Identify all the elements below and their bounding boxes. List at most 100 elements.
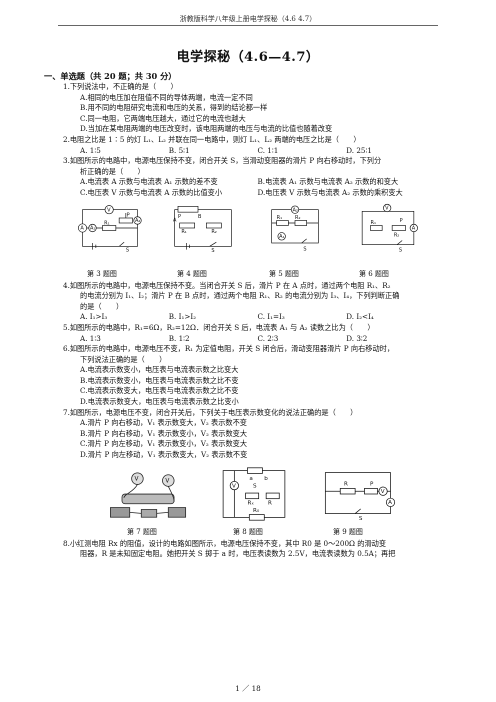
q5-option-d: D. 3∶2 [346, 333, 368, 343]
q1-option-d: D.当加在某电阻两端的电压改变时，该电阻两端的电压与电流的比值也随着改变 [80, 124, 333, 134]
q4-option-d: D. I₂<I₄ [346, 312, 374, 322]
q3-option-d: D.电压表 V 示数与电流表 A₂ 示数的乘积变大 [257, 187, 403, 197]
svg-text:A: A [388, 500, 392, 506]
question-4-stem: 4.如图所示的电路中，电源电压保持不变。当闭合开关 S 后，滑片 P 在 A 点… [63, 280, 391, 290]
circuit-diagram-q6: V R₁ P R₂ A S [361, 203, 418, 253]
caption-fig-7: 第 7 题图 [127, 527, 157, 536]
caption-fig-9: 第 9 题图 [333, 527, 363, 536]
svg-text:b: b [264, 476, 268, 482]
svg-text:A: A [412, 225, 416, 231]
q4-options: A. I₁>I₃ B. I₁>I₂ C. I₁=I₃ D. I₂<I₄ [63, 312, 435, 323]
q5-option-a: A. 1∶3 [80, 333, 101, 343]
question-6-stem-cont: 下列说法正确的是（ ） [80, 354, 167, 364]
circuit-diagram-q5: R₁ R₂ A₂ A₁ S [271, 205, 319, 252]
circuit-diagram-q3: A V A₁ R₁ P A₂ S [78, 204, 142, 253]
q1-option-a: A.相同的电压加在阻值不同的导体两端，电流一定不同 [80, 92, 253, 102]
q7-option-c: C.滑片 P 向左移动，V₁ 表示数变小，V₂ 表示数变大 [80, 439, 248, 449]
q2-option-a: A. 1∶5 [80, 145, 101, 155]
svg-text:A₂: A₂ [293, 207, 298, 213]
q3-options-row2: C.电压表 V 示数与电流表 A 示数的比值变小 D.电压表 V 示数与电流表 … [63, 188, 435, 199]
q7-option-a: A.滑片 P 向右移动，V₁ 表示数变大，V₂ 表示数不变 [80, 418, 247, 428]
svg-text:S: S [359, 516, 363, 522]
svg-text:R: R [344, 481, 348, 487]
svg-text:A₁: A₁ [279, 234, 284, 240]
q5-option-c: C. 2∶3 [257, 333, 279, 343]
svg-text:V: V [107, 207, 111, 213]
circuit-diagram-q8: V a bS Rₓ R R₀ [222, 467, 286, 521]
svg-text:P: P [127, 212, 130, 218]
svg-text:A: A [80, 225, 84, 231]
q3-option-b: B.电流表 A₁ 示数与电流表 A₂ 示数的和变大 [257, 177, 399, 187]
caption-fig-8: 第 8 题图 [233, 527, 263, 536]
svg-text:S: S [126, 247, 129, 253]
question-5-stem: 5.如图所示的电路中，R₁=6Ω，R₂=12Ω．闭合开关 S 后，电流表 A₁ … [63, 322, 375, 332]
svg-text:S: S [253, 483, 257, 489]
svg-text:R₁: R₁ [371, 219, 376, 225]
q3-options-row1: A.电流表 A 示数与电流表 A₁ 示数的差不变 B.电流表 A₁ 示数与电流表… [63, 177, 435, 188]
caption-fig-3: 第 3 题图 [87, 269, 117, 278]
q6-option-a: A.电流表示数变小，电压表与电流表示数之比变大 [80, 365, 239, 375]
svg-text:R₁: R₁ [104, 220, 109, 226]
svg-text:S: S [211, 248, 214, 254]
svg-text:S: S [303, 246, 306, 252]
q1-option-c: C.同一电阻，它两端电压越大，通过它的电流也越大 [80, 113, 246, 123]
q6-option-c: C.电流表示数变大，电压表与电流表示数之比不变 [80, 386, 239, 396]
question-2-stem: 2.电阻之比是 1∶5 的灯 L₁、L₂ 并联在同一电路中，则灯 L₁、L₂ 两… [63, 134, 361, 144]
svg-text:R₁: R₁ [277, 214, 282, 220]
question-8-stem: 8.小红测电阻 Rx 的阻值，设计的电路如图所示，电源电压保持不变，其中 R0 … [63, 538, 387, 548]
question-8-stem-cont: 阻器，R 是未知固定电阻。她把开关 S 掷于 a 时，电压表读数为 2.5V，电… [80, 549, 396, 559]
question-4-stem-cont2: 的是（ ） [80, 301, 124, 311]
svg-text:R₂: R₂ [394, 232, 399, 238]
q2-option-c: C. 1∶1 [257, 145, 279, 155]
question-1-stem: 1.下列说法中，不正确的是（ ） [63, 82, 178, 91]
page-header: 浙教版科学八年级上册电学探秘（4.6 4.7） [179, 15, 317, 23]
svg-text:R₂: R₂ [211, 229, 216, 235]
svg-text:V: V [381, 489, 385, 495]
caption-fig-4: 第 4 题图 [177, 269, 207, 278]
svg-text:P: P [400, 218, 403, 224]
q3-option-a: A.电流表 A 示数与电流表 A₁ 示数的差不变 [80, 177, 218, 187]
q5-option-b: B. 1∶2 [168, 333, 190, 343]
question-6-stem: 6.如图所示的电路中，电源电压不变，R₁ 为定值电阻，开关 S 闭合后，滑动变阻… [63, 344, 395, 354]
q3-option-c: C.电压表 V 示数与电流表 A 示数的比值变小 [80, 187, 223, 197]
caption-fig-6: 第 6 题图 [359, 269, 389, 278]
header-divider [58, 25, 438, 26]
svg-text:B: B [198, 214, 202, 220]
figure-captions-2: 第 7 题图 第 8 题图 第 9 题图 [63, 527, 435, 539]
q7-option-b: B.滑片 P 向右移动，V₁ 表示数变小，V₂ 表示数变大 [80, 428, 248, 438]
q2-option-b: B. 5∶1 [168, 145, 190, 155]
question-4-stem-cont: 的电流分别为 I₁、I₂；滑片 P 在 B 点时，通过两个电阻 R₁、R₂ 的电… [80, 291, 400, 301]
q4-option-c: C. I₁=I₃ [257, 312, 285, 322]
page-title: 电学探秘（4.6—4.7） [176, 50, 320, 65]
circuit-photo-q7: V V [110, 472, 187, 518]
figure-captions-1: 第 3 题图 第 4 题图 第 5 题图 第 6 题图 [63, 269, 435, 281]
svg-text:A₂: A₂ [135, 218, 140, 224]
circuit-diagram-q9: R P V A S [324, 471, 396, 522]
q1-option-b: B.用不同的电阻研究电流和电压的关系，得到的结论都一样 [80, 103, 268, 113]
q2-options: A. 1∶5 B. 5∶1 C. 1∶1 D. 25∶1 [63, 146, 435, 157]
svg-text:P: P [178, 214, 181, 220]
svg-text:S: S [399, 247, 402, 253]
caption-fig-5: 第 5 题图 [269, 269, 299, 278]
section-heading: 一、单选题（共 20 题；共 30 分） [44, 71, 177, 81]
svg-text:V: V [232, 483, 236, 489]
svg-text:R₀: R₀ [253, 507, 260, 513]
question-7-stem: 7.如图所示，电源电压不变，闭合开关后，下列关于电压表示数变化的说法正确的是（ … [63, 407, 358, 417]
q6-option-b: B.电流表示数变小，电压表与电流表示数之比不变 [80, 375, 239, 385]
svg-text:A₁: A₁ [90, 225, 95, 231]
q4-option-a: A. I₁>I₃ [80, 312, 108, 322]
question-3-stem-cont: 析正确的是（ ） [80, 166, 145, 176]
q7-option-d: D.滑片 P 向左移动，V₁ 表示数变大，V₂ 表示数不变 [80, 450, 248, 460]
svg-text:R: R [268, 500, 272, 506]
q4-option-b: B. I₁>I₂ [168, 312, 197, 322]
figure-row-1: A V A₁ R₁ P A₂ S P A B R₁ R₂ S R₁ R₂ A₂ [63, 199, 435, 269]
q6-option-d: D.电流表示数变大，电压表与电流表示数之比变小 [80, 397, 239, 407]
svg-text:a: a [249, 476, 252, 482]
question-3-stem: 3.如图所示的电路中，电源电压保持不变，闭合开关 S，当滑动变阻器的滑片 P 向… [63, 156, 382, 166]
svg-text:P: P [370, 481, 374, 487]
page-number: 1 ／ 18 [235, 684, 261, 693]
circuit-diagram-q4: P AB R₁ R₂ S [173, 205, 232, 254]
q5-options: A. 1∶3 B. 1∶2 C. 2∶3 D. 3∶2 [63, 334, 435, 345]
svg-text:V: V [385, 205, 389, 211]
svg-text:A: A [173, 217, 177, 223]
